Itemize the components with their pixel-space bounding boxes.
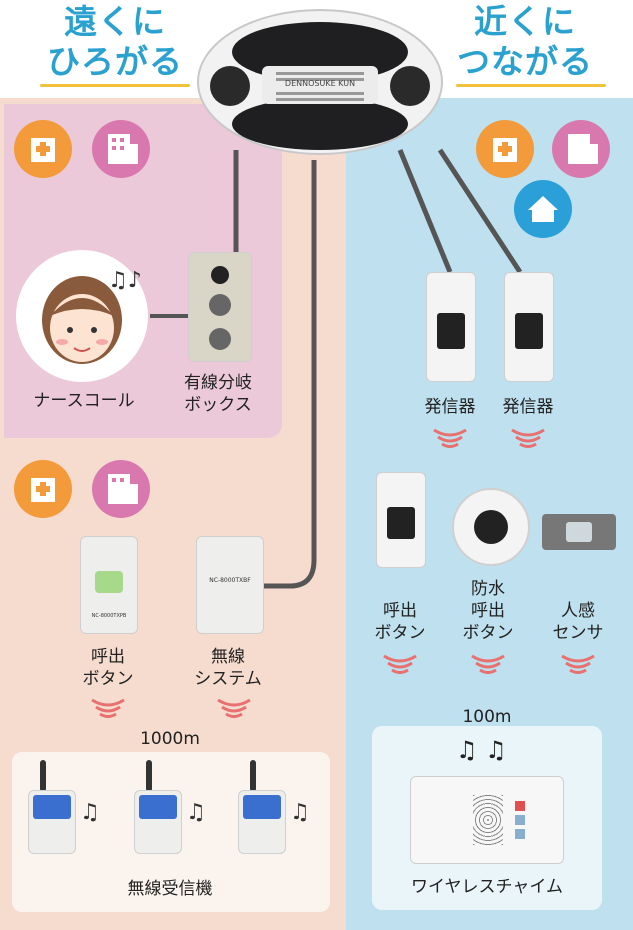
nurse-call-label: ナースコール	[33, 391, 135, 411]
building-icon-2	[92, 460, 150, 518]
motion-sensor-label: 人感 センサ	[552, 601, 604, 643]
receiver-device-1	[28, 760, 76, 854]
transmitter-device-2	[504, 272, 554, 382]
right-title-underline	[456, 84, 606, 87]
left-title-underline	[40, 84, 190, 87]
transmitter-label-1: 発信器	[424, 397, 476, 417]
receiver-device-3	[238, 760, 286, 854]
signal-waves-icon	[433, 428, 467, 448]
hub-device: DENNOSUKE KUN	[196, 6, 444, 158]
transmitter-device-1	[426, 272, 476, 382]
music-notes-icon: ♫	[290, 800, 310, 825]
wireless-chime-device	[410, 776, 564, 864]
signal-waves-icon	[217, 698, 251, 718]
hospital-icon	[14, 120, 72, 178]
wireless-system-label: 無線 システム	[194, 647, 262, 689]
music-notes-icon: ♫	[80, 800, 100, 825]
signal-waves-icon	[561, 654, 595, 674]
call-button-label: 呼出 ボタン	[82, 647, 134, 689]
music-notes-icon: ♫♪	[108, 268, 142, 293]
call-button-model: NC-8000TXPB	[91, 613, 127, 619]
signal-waves-icon	[511, 428, 545, 448]
left-title: 遠くに ひろがる	[47, 2, 183, 81]
waterproof-button-label: 防水 呼出 ボタン	[462, 579, 514, 643]
home-icon	[514, 180, 572, 238]
building-icon-3	[552, 120, 610, 178]
call-button-right-device	[376, 472, 426, 568]
left-distance: 1000m	[140, 729, 200, 749]
right-title: 近くに つながる	[457, 2, 593, 81]
branch-box-device	[188, 252, 252, 362]
transmitter-label-2: 発信器	[502, 397, 554, 417]
music-notes-icon: ♫	[186, 800, 206, 825]
signal-waves-icon	[91, 698, 125, 718]
receiver-device-2	[134, 760, 182, 854]
music-notes-icon: ♫ ♫	[456, 736, 507, 764]
call-button-right-label: 呼出 ボタン	[374, 601, 426, 643]
branch-box-label: 有線分岐 ボックス	[184, 373, 252, 415]
hospital-icon-3	[476, 120, 534, 178]
motion-sensor-device	[542, 514, 616, 550]
chime-label: ワイヤレスチャイム	[411, 877, 563, 897]
wireless-system-model: NC-8000TXBF	[209, 577, 251, 584]
nurse-illustration	[16, 250, 148, 382]
wireless-system-device: NC-8000TXBF	[196, 536, 264, 634]
right-distance: 100m	[462, 707, 512, 727]
signal-waves-icon	[383, 654, 417, 674]
waterproof-button-device	[452, 488, 530, 566]
hospital-icon-2	[14, 460, 72, 518]
building-icon	[92, 120, 150, 178]
call-button-device: NC-8000TXPB	[80, 536, 138, 634]
hub-brand-label: DENNOSUKE KUN	[284, 79, 356, 88]
receiver-label: 無線受信機	[127, 879, 213, 899]
signal-waves-icon	[471, 654, 505, 674]
